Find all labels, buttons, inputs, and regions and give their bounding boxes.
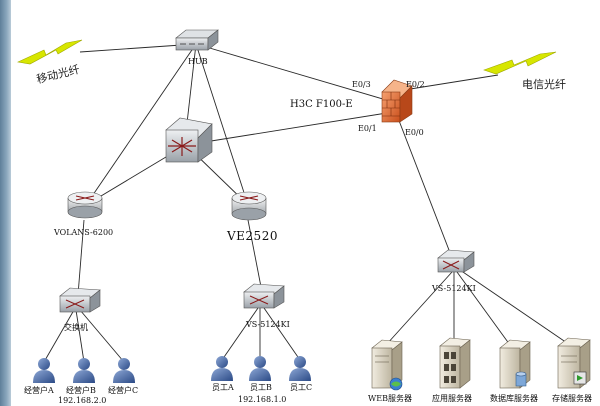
- hub-icon: [175, 29, 219, 51]
- staff-a-icon: [211, 356, 233, 381]
- line-sw-staff-a: [221, 307, 259, 361]
- user-b-label: 经营户B: [66, 386, 96, 395]
- port-e02-label: E0/2: [406, 80, 425, 89]
- telecom-fiber-label: 电信光纤: [522, 78, 566, 91]
- database-server-icon: [499, 339, 531, 389]
- line-sw-db: [456, 271, 511, 346]
- web-server-label: WEB服务器: [368, 394, 412, 403]
- user-c-icon: [113, 358, 135, 383]
- line-sw-staff-c: [263, 307, 301, 361]
- user-a-label: 经营户A: [24, 386, 54, 395]
- line-sw-web: [385, 271, 453, 346]
- line-sw-user-c: [79, 309, 125, 363]
- switch-mid-icon: [243, 283, 285, 309]
- switch-mid-label: VS-5124KI: [246, 320, 290, 329]
- firewall-label: H3C F100-E: [290, 99, 353, 110]
- port-e01-label: E0/1: [358, 124, 377, 133]
- staff-b-icon: [249, 356, 271, 381]
- staff-a-label: 员工A: [212, 383, 234, 392]
- switch-left-icon: [59, 287, 101, 313]
- staff-c-label: 员工C: [290, 383, 313, 392]
- storage-server-label: 存储服务器: [552, 394, 592, 403]
- lightning-mobile-icon: [16, 39, 83, 65]
- core-switch-icon: [165, 117, 213, 163]
- user-c-label: 经营户C: [108, 386, 139, 395]
- subnet-mid-label: 192.168.1.0: [238, 395, 287, 404]
- port-e00-label: E0/0: [405, 128, 424, 137]
- switch-right-label: VS-5124KI: [432, 284, 476, 293]
- user-a-icon: [33, 358, 55, 383]
- line-telecom-fiber-fw: [403, 74, 499, 91]
- line-core-fw: [185, 111, 394, 146]
- subnet-left-label: 192.168.2.0: [58, 396, 107, 405]
- switch-right-icon: [437, 249, 475, 273]
- staff-b-label: 员工B: [250, 383, 272, 392]
- storage-server-icon: [557, 337, 591, 389]
- web-server-icon: [371, 339, 403, 391]
- line-hub-fw: [195, 43, 394, 103]
- router-left-icon: [67, 191, 103, 219]
- database-server-label: 数据库服务器: [490, 394, 538, 403]
- firewall-icon: [381, 79, 413, 123]
- router-mid-icon: [231, 191, 267, 221]
- port-e03-label: E0/3: [352, 80, 371, 89]
- line-hub-core: [185, 43, 197, 133]
- app-server-icon: [439, 337, 471, 389]
- line-hub-router-left: [85, 43, 197, 206]
- line-sw-storage: [459, 269, 571, 346]
- line-router-switch-mid: [247, 219, 263, 293]
- line-hub-router-mid: [195, 43, 249, 206]
- line-fw-switch-right: [397, 117, 455, 264]
- switch-left-label: 交换机: [64, 323, 88, 332]
- line-sw-user-b: [75, 309, 85, 363]
- staff-c-icon: [289, 356, 311, 381]
- lightning-telecom-icon: [483, 51, 557, 75]
- router-left-label: VOLANS-6200: [54, 228, 114, 237]
- user-b-icon: [73, 358, 95, 383]
- line-router-switch-left: [77, 219, 85, 296]
- hub-label: HUB: [188, 57, 208, 66]
- window-edge: [0, 0, 11, 406]
- router-mid-label: VE2520: [227, 229, 278, 243]
- app-server-label: 应用服务器: [432, 394, 472, 403]
- line-sw-user-a: [43, 309, 75, 363]
- connection-lines: [43, 43, 571, 363]
